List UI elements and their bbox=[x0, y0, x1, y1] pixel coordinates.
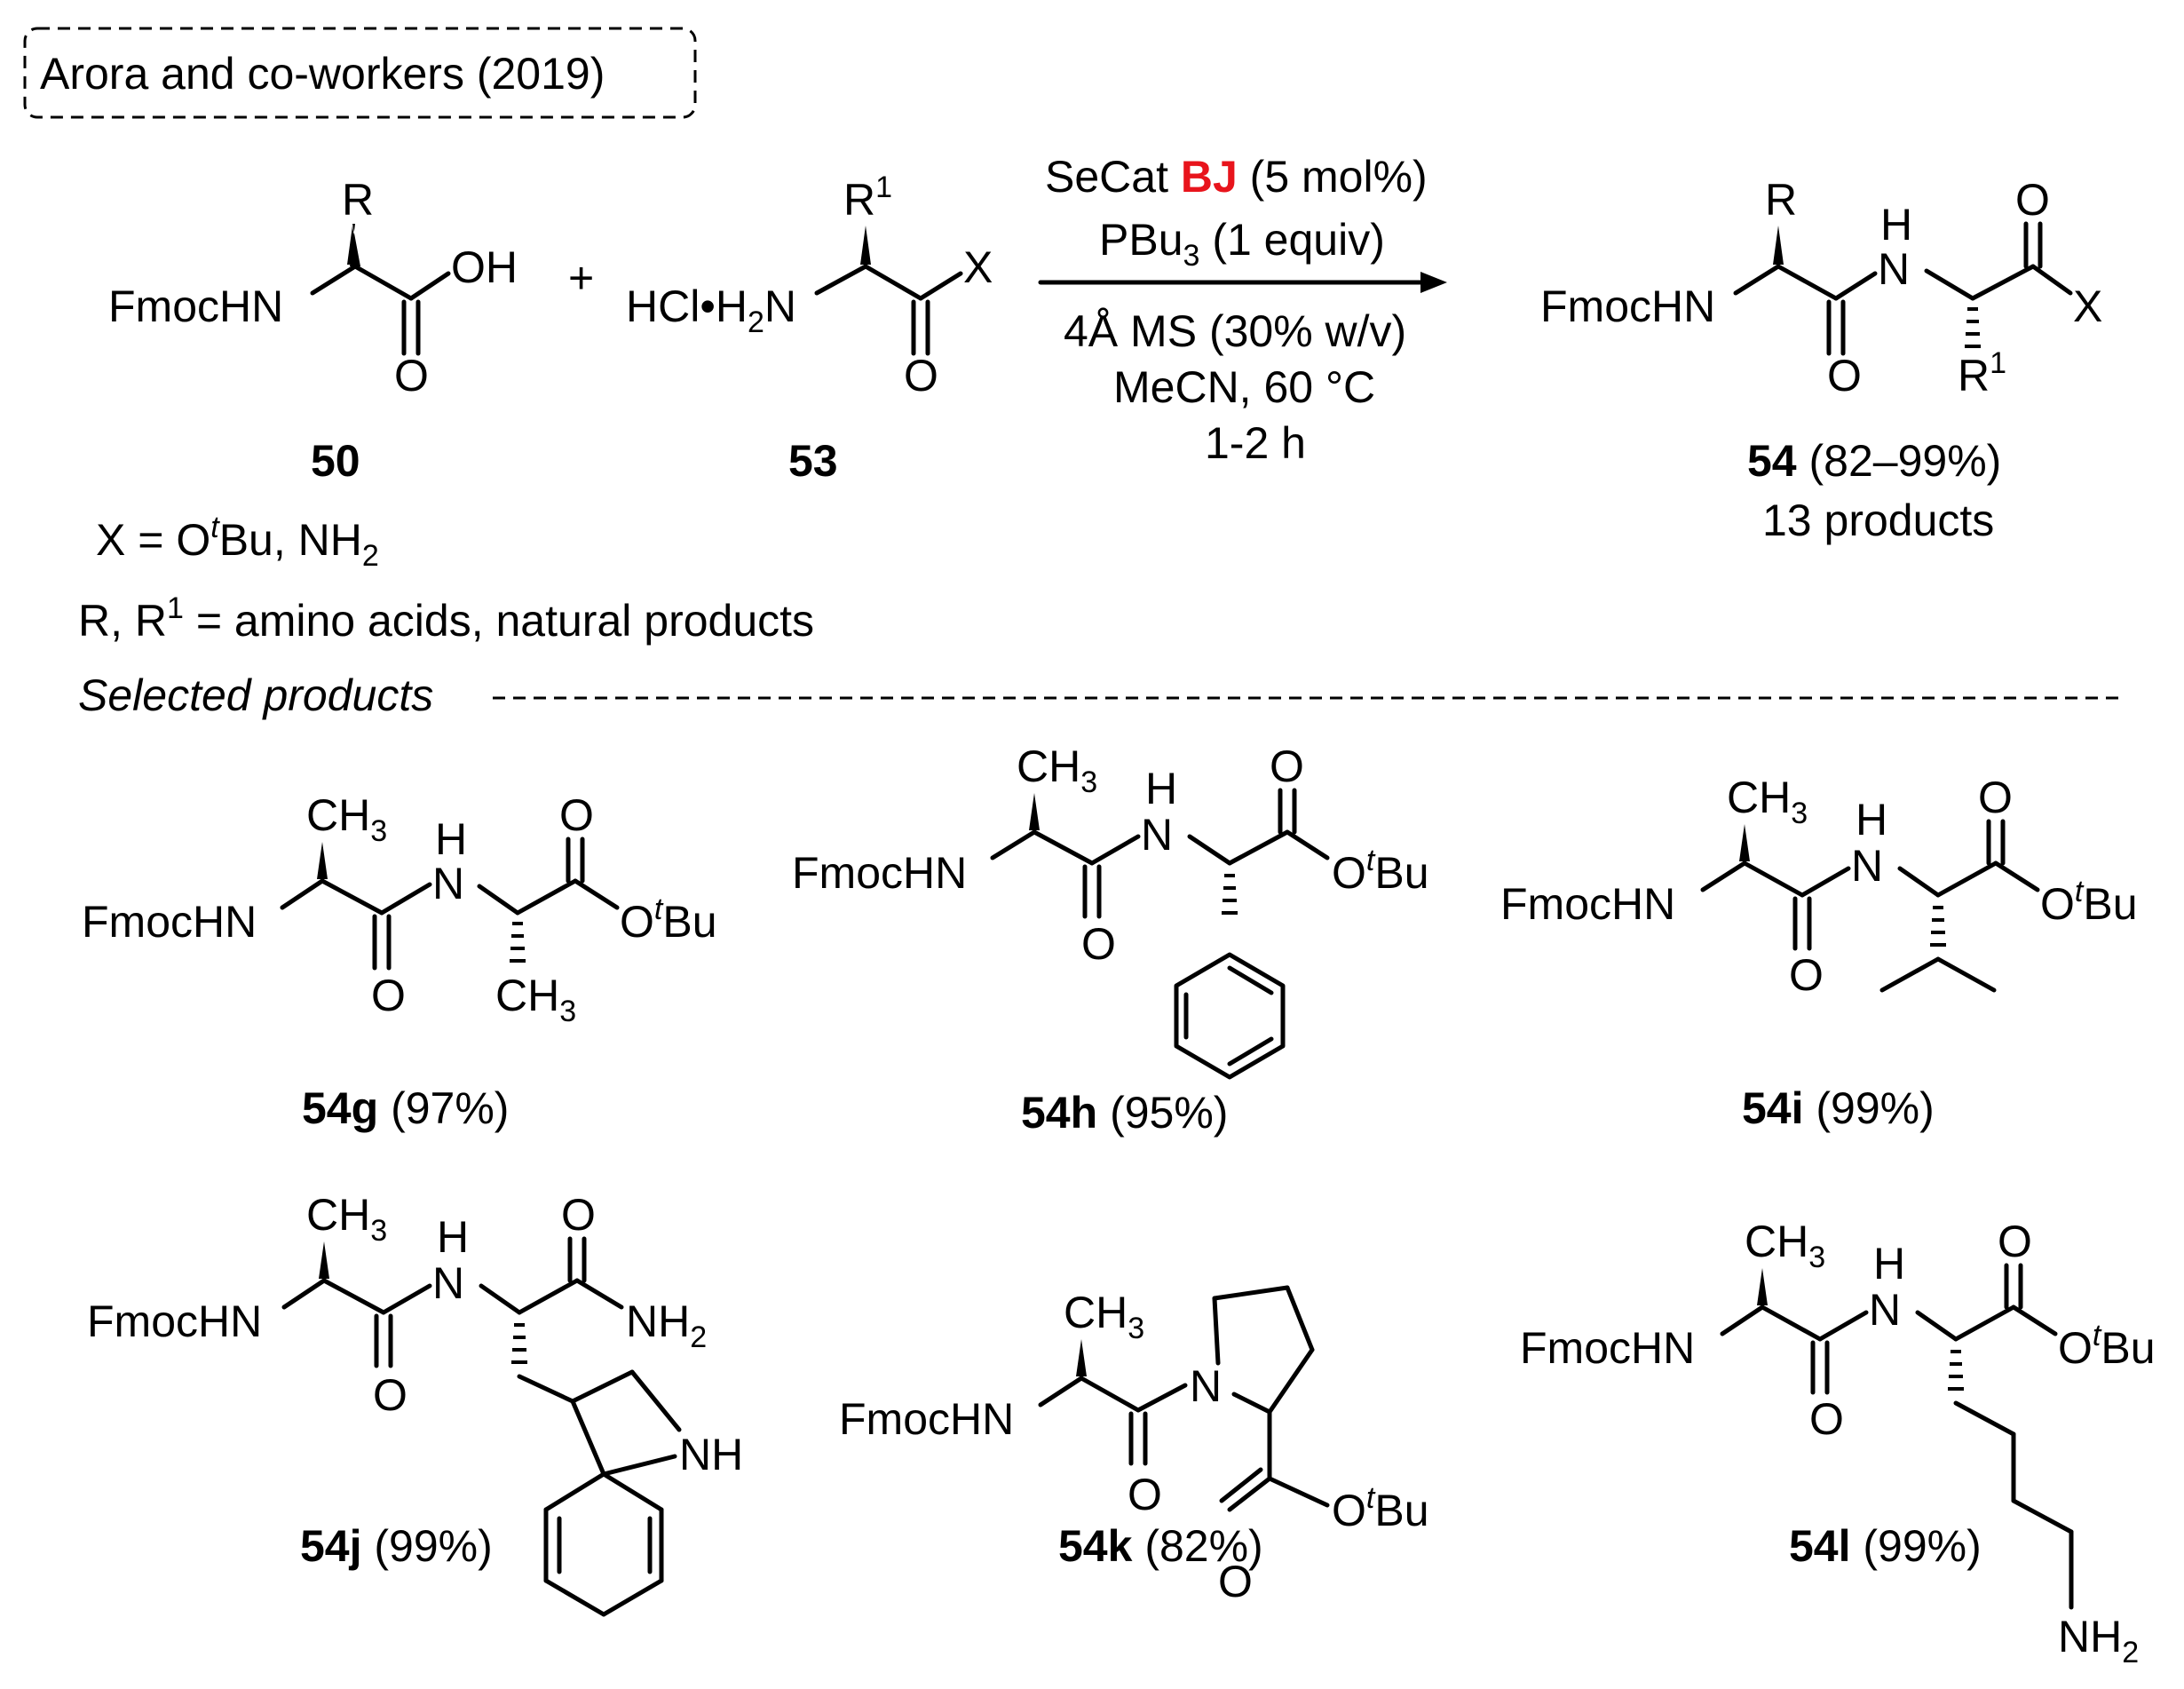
svg-text:NH: NH bbox=[679, 1430, 743, 1479]
svg-text:FmocHN: FmocHN bbox=[108, 282, 283, 331]
svg-text:4Å MS (30% w/v): 4Å MS (30% w/v) bbox=[1064, 306, 1406, 356]
product-54k: FmocHN CH3 N O O OtBu 54k (82%) bbox=[839, 1285, 1429, 1606]
product-54l: FmocHN CH3 H N O OtBu O NH2 54l (99%) bbox=[1520, 1217, 2156, 1669]
arrow-head bbox=[1420, 272, 1447, 293]
svg-text:FmocHN: FmocHN bbox=[1540, 282, 1715, 331]
svg-text:H: H bbox=[1145, 764, 1177, 813]
svg-text:54l (99%): 54l (99%) bbox=[1789, 1521, 1982, 1571]
svg-text:X: X bbox=[963, 242, 993, 292]
svg-text:N: N bbox=[1190, 1361, 1222, 1411]
svg-text:O: O bbox=[2015, 175, 2050, 225]
svg-text:O: O bbox=[371, 971, 406, 1020]
svg-text:N: N bbox=[432, 859, 464, 908]
svg-text:FmocHN: FmocHN bbox=[839, 1394, 1014, 1444]
svg-text:O: O bbox=[561, 1190, 596, 1240]
svg-text:FmocHN: FmocHN bbox=[82, 897, 257, 947]
svg-text:MeCN, 60 °C: MeCN, 60 °C bbox=[1113, 362, 1375, 412]
svg-text:O: O bbox=[559, 790, 594, 840]
svg-text:O: O bbox=[373, 1370, 408, 1420]
svg-text:54h (95%): 54h (95%) bbox=[1021, 1088, 1228, 1138]
svg-text:O: O bbox=[1128, 1470, 1162, 1519]
svg-text:N: N bbox=[1869, 1285, 1901, 1335]
svg-text:54g (97%): 54g (97%) bbox=[302, 1083, 509, 1133]
svg-text:54 (82–99%): 54 (82–99%) bbox=[1747, 436, 2001, 486]
svg-text:O: O bbox=[1998, 1217, 2032, 1266]
svg-text:O: O bbox=[1827, 351, 1862, 400]
source-label: Arora and co-workers (2019) bbox=[40, 49, 605, 99]
svg-text:O: O bbox=[1789, 950, 1824, 1000]
svg-text:CH3: CH3 bbox=[1017, 741, 1097, 799]
svg-text:CH3: CH3 bbox=[1064, 1288, 1144, 1345]
plus-sign: + bbox=[568, 253, 594, 303]
source-box bbox=[23, 27, 697, 119]
product-54h: FmocHN CH3 H N O OtBu O 54h (95%) bbox=[792, 741, 1429, 1138]
svg-text:R1: R1 bbox=[843, 170, 892, 225]
svg-text:O: O bbox=[394, 351, 429, 400]
svg-text:OH: OH bbox=[451, 242, 518, 292]
svg-text:PBu3 (1 equiv): PBu3 (1 equiv) bbox=[1099, 215, 1385, 273]
svg-text:OtBu: OtBu bbox=[1332, 1481, 1429, 1535]
svg-text:N: N bbox=[1851, 841, 1883, 891]
svg-text:O: O bbox=[1270, 741, 1304, 791]
svg-text:CH3: CH3 bbox=[306, 1190, 387, 1248]
svg-text:O: O bbox=[1218, 1557, 1253, 1606]
svg-text:1-2 h: 1-2 h bbox=[1205, 418, 1306, 468]
reaction-conditions: SeCat BJ (5 mol%) PBu3 (1 equiv) 4Å MS (… bbox=[1045, 152, 1428, 468]
svg-text:OtBu: OtBu bbox=[1332, 844, 1429, 898]
svg-text:H: H bbox=[1856, 795, 1887, 844]
svg-text:50: 50 bbox=[311, 436, 360, 486]
svg-text:CH3: CH3 bbox=[306, 790, 387, 848]
product-54g: FmocHN CH3 H N O OtBu O CH3 54g (97%) bbox=[82, 790, 717, 1133]
svg-text:N: N bbox=[432, 1258, 464, 1308]
svg-text:OtBu: OtBu bbox=[2058, 1319, 2156, 1373]
svg-text:O: O bbox=[1081, 919, 1116, 969]
x-definition: X = OtBu, NH2 bbox=[96, 511, 379, 573]
svg-text:13 products: 13 products bbox=[1762, 496, 1994, 545]
product-54i: FmocHN CH3 H N O OtBu O 54i (99%) bbox=[1500, 773, 2138, 1133]
svg-text:H: H bbox=[437, 1212, 469, 1262]
svg-text:O: O bbox=[1809, 1394, 1844, 1444]
product-54: FmocHN R H N O X O R1 54 (82–99%) 13 pro… bbox=[1540, 175, 2102, 545]
svg-text:HCl•H2N: HCl•H2N bbox=[626, 282, 796, 339]
svg-text:R1: R1 bbox=[1958, 346, 2006, 400]
svg-text:54i (99%): 54i (99%) bbox=[1742, 1083, 1935, 1133]
svg-text:CH3: CH3 bbox=[1727, 773, 1808, 830]
svg-text:OtBu: OtBu bbox=[2040, 875, 2138, 929]
svg-text:R: R bbox=[342, 175, 374, 225]
svg-text:54j (99%): 54j (99%) bbox=[300, 1521, 493, 1571]
svg-text:N: N bbox=[1141, 810, 1173, 860]
product-54j: FmocHN CH3 H N O NH2 O NH 54 bbox=[87, 1190, 743, 1617]
svg-text:SeCat BJ (5 mol%): SeCat BJ (5 mol%) bbox=[1045, 152, 1428, 202]
svg-text:O: O bbox=[904, 351, 938, 400]
svg-text:FmocHN: FmocHN bbox=[1520, 1323, 1695, 1373]
svg-text:FmocHN: FmocHN bbox=[1500, 879, 1675, 929]
svg-text:H: H bbox=[1880, 200, 1912, 250]
svg-text:H: H bbox=[1873, 1239, 1905, 1289]
svg-text:54k (82%): 54k (82%) bbox=[1058, 1521, 1263, 1571]
svg-text:CH3: CH3 bbox=[1745, 1217, 1825, 1274]
selected-heading: Selected products bbox=[78, 670, 433, 720]
svg-text:53: 53 bbox=[788, 436, 838, 486]
svg-text:OtBu: OtBu bbox=[620, 892, 717, 947]
svg-text:O: O bbox=[1978, 773, 2013, 822]
svg-text:CH3: CH3 bbox=[495, 971, 576, 1028]
svg-text:N: N bbox=[1878, 244, 1910, 294]
svg-text:X: X bbox=[2073, 282, 2102, 331]
svg-text:NH2: NH2 bbox=[2058, 1612, 2139, 1669]
reactant-53: HCl•H2N R1 X O 53 bbox=[626, 170, 993, 486]
svg-text:FmocHN: FmocHN bbox=[87, 1296, 262, 1346]
svg-text:FmocHN: FmocHN bbox=[792, 848, 967, 898]
svg-text:H: H bbox=[435, 814, 467, 864]
svg-text:NH2: NH2 bbox=[626, 1296, 707, 1354]
reactant-50: FmocHN R OH O 50 bbox=[108, 175, 518, 486]
r-definition: R, R1 = amino acids, natural products bbox=[78, 591, 814, 646]
svg-text:R: R bbox=[1765, 175, 1797, 225]
